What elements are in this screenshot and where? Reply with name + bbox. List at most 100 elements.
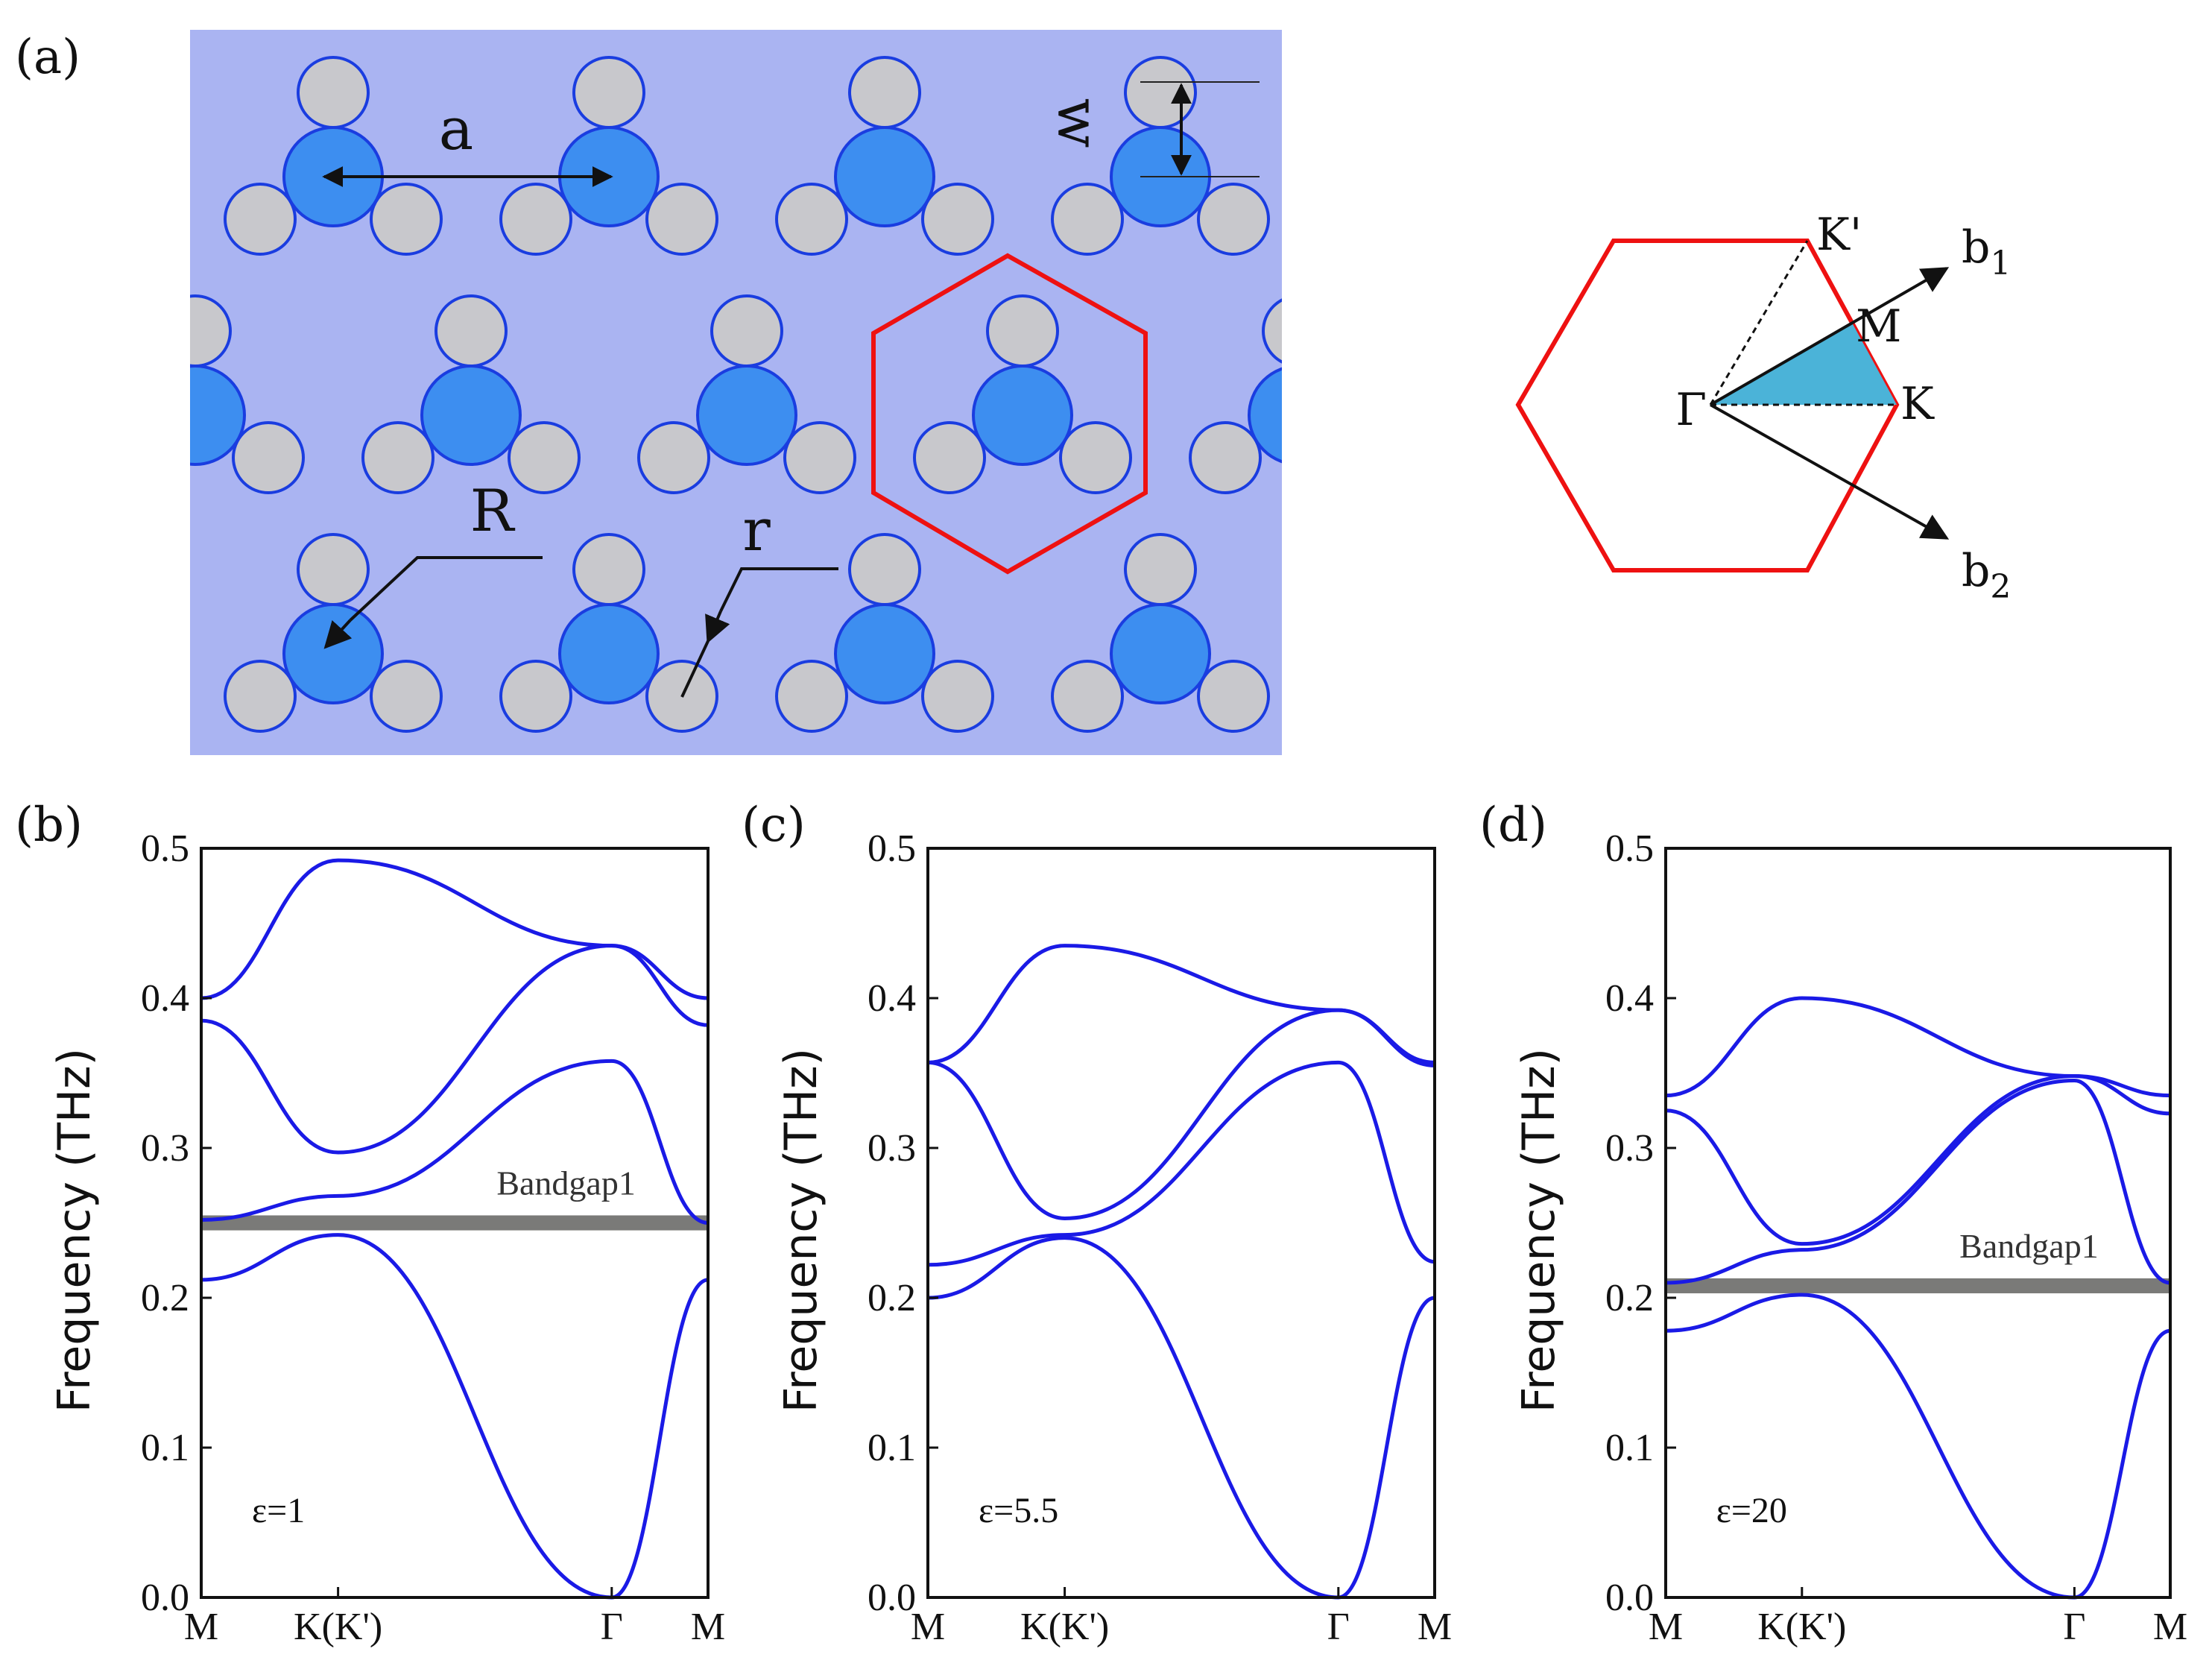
band-line-1	[1665, 1293, 2171, 1600]
y-axis-label: Frequency (THz)	[775, 1048, 827, 1413]
small-cylinder	[645, 183, 718, 256]
b1-label-main: b	[1962, 221, 1990, 274]
small-cylinder	[1059, 421, 1132, 494]
K-point-label: K	[1900, 378, 1935, 430]
y-tick-label: 0.3	[1605, 1127, 1654, 1170]
small-cylinder	[508, 421, 581, 494]
small-cylinder	[297, 533, 370, 606]
small-cylinder	[921, 660, 994, 733]
gamma-Kprime-dashed-line	[1709, 240, 1809, 406]
lattice-unit-4	[87, 294, 305, 494]
lattice-unit-7	[913, 294, 1132, 494]
small-cylinder	[499, 660, 572, 733]
large-cylinder	[1110, 603, 1211, 704]
x-tick-label: Γ	[1327, 1606, 1350, 1648]
band-line-4	[1665, 996, 2171, 1098]
small-cylinder	[361, 421, 434, 494]
small-cylinder	[1124, 56, 1197, 129]
small-cylinder	[1336, 423, 1406, 493]
band-line-1	[200, 1233, 709, 1600]
y-axis-label: Frequency (THz)	[1513, 1048, 1565, 1413]
y-tick-label: 0.4	[1605, 977, 1654, 1020]
band-line-2	[927, 1060, 1435, 1267]
epsilon-annotation: ε=5.5	[979, 1491, 1058, 1530]
lattice-unit-5	[361, 294, 581, 494]
lattice-unit-6	[637, 294, 856, 494]
epsilon-annotation: ε=1	[252, 1491, 305, 1530]
w-label: w	[1044, 98, 1111, 148]
small-cylinder	[434, 294, 508, 367]
large-cylinder	[696, 365, 797, 466]
small-cylinder	[775, 660, 848, 733]
bandgap-label: Bandgap1	[1959, 1227, 2099, 1265]
small-cylinder	[1124, 533, 1197, 606]
lattice-constant-label: a	[439, 96, 474, 163]
bandgap-label: Bandgap1	[496, 1164, 636, 1202]
small-cylinder	[499, 183, 572, 256]
gamma-point-label: Γ	[1675, 384, 1707, 436]
x-tick-label: M	[691, 1606, 725, 1648]
small-cylinder	[913, 421, 986, 494]
band-line-3	[200, 944, 709, 1155]
b2-label: b2	[1962, 545, 2011, 606]
x-tick-label: M	[2153, 1606, 2187, 1648]
band-line-3	[927, 1008, 1435, 1220]
band-line-3	[1665, 1074, 2171, 1246]
x-tick-label: Γ	[2063, 1606, 2085, 1648]
large-cylinder	[834, 126, 935, 227]
small-cylinder	[775, 183, 848, 256]
y-tick-label: 0.1	[868, 1427, 916, 1469]
Kprime-point-label: K'	[1816, 209, 1862, 261]
small-cylinder	[87, 423, 157, 493]
R-label: R	[470, 478, 516, 545]
small-cylinder	[1197, 660, 1270, 733]
y-tick-label: 0.5	[141, 827, 189, 870]
photonic-crystal-lattice: a w R r	[87, 30, 1406, 755]
plot-frame	[926, 847, 1436, 1599]
plot-frame	[1664, 847, 2172, 1599]
plot-frame	[200, 847, 710, 1599]
b2-label-main: b	[1962, 545, 1990, 597]
small-cylinder	[370, 183, 443, 256]
b2-vector-arrow	[1710, 403, 1950, 540]
band-line-4	[927, 944, 1435, 1064]
small-cylinder	[190, 294, 232, 367]
R-pointer-arrow	[323, 619, 353, 649]
x-tick-label: Γ	[601, 1606, 623, 1648]
M-point-label: M	[1856, 300, 1901, 353]
x-tick-label: K(K')	[1757, 1606, 1846, 1648]
y-tick-label: 0.4	[141, 977, 189, 1020]
y-tick-label: 0.1	[141, 1427, 189, 1469]
lattice-unit-2	[775, 56, 994, 256]
lattice-unit-9	[224, 533, 443, 733]
large-cylinder	[834, 603, 935, 704]
panel-a-label: (a)	[15, 30, 80, 85]
r-pointer-tail	[680, 640, 710, 698]
y-tick-label: 0.2	[141, 1277, 189, 1319]
x-tick-label: M	[184, 1606, 218, 1648]
b1-label-subscript: 1	[1990, 245, 2011, 283]
y-tick-label: 0.4	[868, 977, 916, 1020]
small-cylinder	[986, 294, 1059, 367]
large-cylinder	[420, 365, 522, 466]
R-pointer-line	[349, 556, 543, 622]
band-line-1	[927, 1236, 1435, 1600]
small-cylinder	[710, 294, 783, 367]
y-tick-label: 0.0	[1605, 1577, 1654, 1619]
small-cylinder	[783, 421, 856, 494]
small-cylinder	[921, 183, 994, 256]
x-tick-label: M	[1418, 1606, 1452, 1648]
r-pointer-line	[719, 567, 838, 612]
unit-cell-hexagon	[871, 253, 1148, 575]
large-cylinder	[558, 603, 660, 704]
y-tick-label: 0.2	[868, 1277, 916, 1319]
small-cylinder	[1189, 421, 1262, 494]
small-cylinder	[232, 421, 305, 494]
y-tick-label: 0.3	[141, 1127, 189, 1170]
r-label: r	[742, 497, 771, 564]
y-tick-label: 0.0	[141, 1577, 189, 1619]
small-cylinder	[224, 183, 297, 256]
x-tick-label: M	[911, 1606, 945, 1648]
